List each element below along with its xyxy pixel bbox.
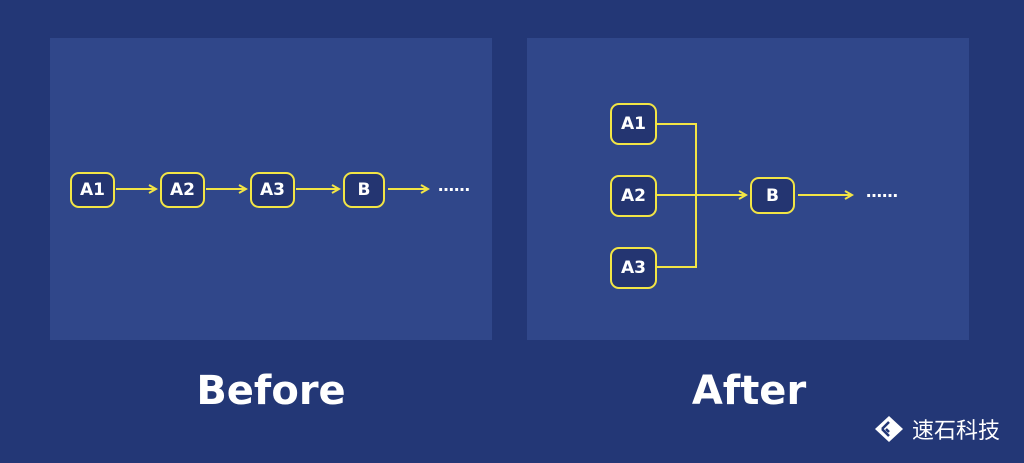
after-panel (527, 38, 969, 340)
after-caption: After (691, 368, 807, 414)
node-a1: A1 (610, 103, 657, 145)
node-a3: A3 (250, 172, 295, 208)
node-b: B (343, 172, 385, 208)
node-a3: A3 (610, 247, 657, 289)
node-a1: A1 (70, 172, 115, 208)
node-b: B (750, 177, 795, 214)
layered-diamond-icon (875, 416, 903, 442)
before-caption: Before (196, 368, 346, 414)
ellipsis: …… (866, 182, 898, 201)
node-a2: A2 (160, 172, 205, 208)
brand-name: 速石科技 (912, 419, 1001, 444)
node-a2: A2 (610, 175, 657, 217)
brand-logo: 速石科技 (872, 413, 1000, 445)
ellipsis: …… (438, 176, 470, 195)
